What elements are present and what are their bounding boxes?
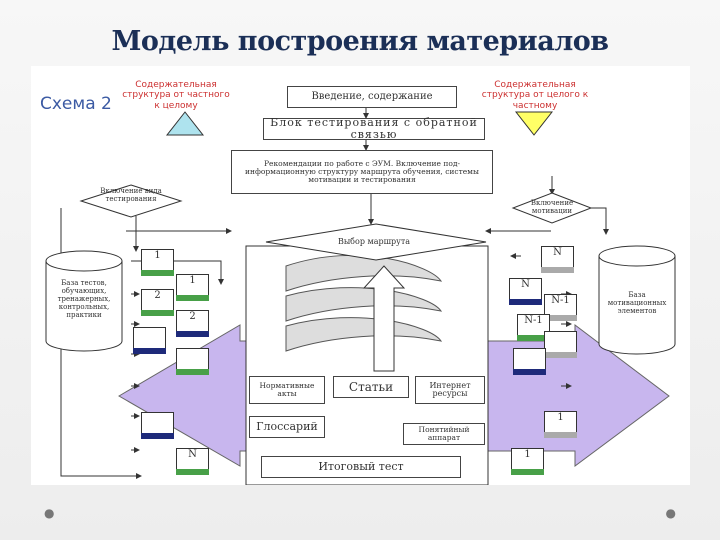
- right-database-label: База мотивационных элементов: [607, 291, 667, 316]
- motivation-inclusion-label: Включение мотивации: [530, 199, 574, 216]
- left-card-label: 1: [189, 275, 196, 286]
- concept-apparatus-box: Понятийный аппарат: [403, 423, 485, 445]
- right-card-label: N: [553, 247, 562, 258]
- route-diamond: [265, 223, 487, 261]
- normative-box: Нормативные акты: [249, 376, 325, 404]
- diagram-canvas: Содержательная структура от частного к ц…: [31, 66, 690, 485]
- slide-title: Модель построения материалов: [111, 26, 609, 57]
- left-card-7: [141, 412, 174, 439]
- bullet-dot-left: ●: [44, 506, 55, 520]
- articles-box: Статьи: [333, 376, 409, 398]
- route-choice-label: Выбор маршрута: [337, 237, 411, 246]
- triangle-down-icon: [514, 111, 554, 136]
- right-card-label: 1: [524, 449, 531, 460]
- triangle-up-icon: [165, 111, 205, 136]
- intro-box: Введение, содержание: [287, 86, 457, 108]
- left-card-label: 2: [189, 311, 196, 322]
- left-card-6: [176, 348, 209, 375]
- right-card-label: 1: [557, 412, 564, 423]
- right-card-6: [513, 348, 546, 375]
- left-card-4: 2: [176, 310, 209, 337]
- right-card-3: N-1: [544, 294, 577, 321]
- left-database-icon: [45, 250, 123, 352]
- glossary-box: Глоссарий: [249, 416, 325, 438]
- bullet-dot-right: ●: [665, 506, 676, 520]
- central-panel: [245, 245, 489, 485]
- spiral-icon: [285, 254, 443, 352]
- recommendations-box: Рекомендации по работе с ЭУМ. Включение …: [231, 150, 493, 194]
- right-card-label: N-1: [524, 315, 543, 326]
- right-database-icon: [598, 245, 676, 355]
- left-card-8: N: [176, 448, 209, 475]
- right-card-8: 1: [511, 448, 544, 475]
- left-card-label: 1: [154, 250, 161, 261]
- testing-diamond: [79, 184, 183, 218]
- right-card-5: [544, 331, 577, 358]
- right-card-2: N: [509, 278, 542, 305]
- left-card-3: 2: [141, 289, 174, 316]
- right-card-7: 1: [544, 411, 577, 438]
- left-card-label: 2: [154, 290, 161, 301]
- motivation-diamond: [511, 192, 593, 224]
- left-card-1: 1: [141, 249, 174, 276]
- legend-left-text: Содержательная структура от частного к ц…: [122, 80, 230, 111]
- right-card-1: N: [541, 246, 574, 273]
- legend-right-text: Содержательная структура от целого к час…: [481, 80, 589, 111]
- up-arrow: [362, 265, 406, 372]
- right-card-label: N-1: [551, 295, 570, 306]
- left-card-5: [133, 327, 166, 354]
- internet-box: Интернет ресурсы: [415, 376, 485, 404]
- left-card-2: 1: [176, 274, 209, 301]
- right-card-4: N-1: [517, 314, 550, 341]
- testing-block-box: Блок тестирования с обратной связью: [263, 117, 485, 140]
- scheme-label: Схема 2: [40, 94, 112, 114]
- final-test-box: Итоговый тест: [261, 456, 461, 478]
- left-card-label: N: [188, 449, 197, 460]
- testing-inclusion-label: Включение вида тестирования: [100, 187, 162, 204]
- right-card-label: N: [521, 279, 530, 290]
- left-database-label: База тестов, обучающих, тренажерных, кон…: [57, 279, 111, 320]
